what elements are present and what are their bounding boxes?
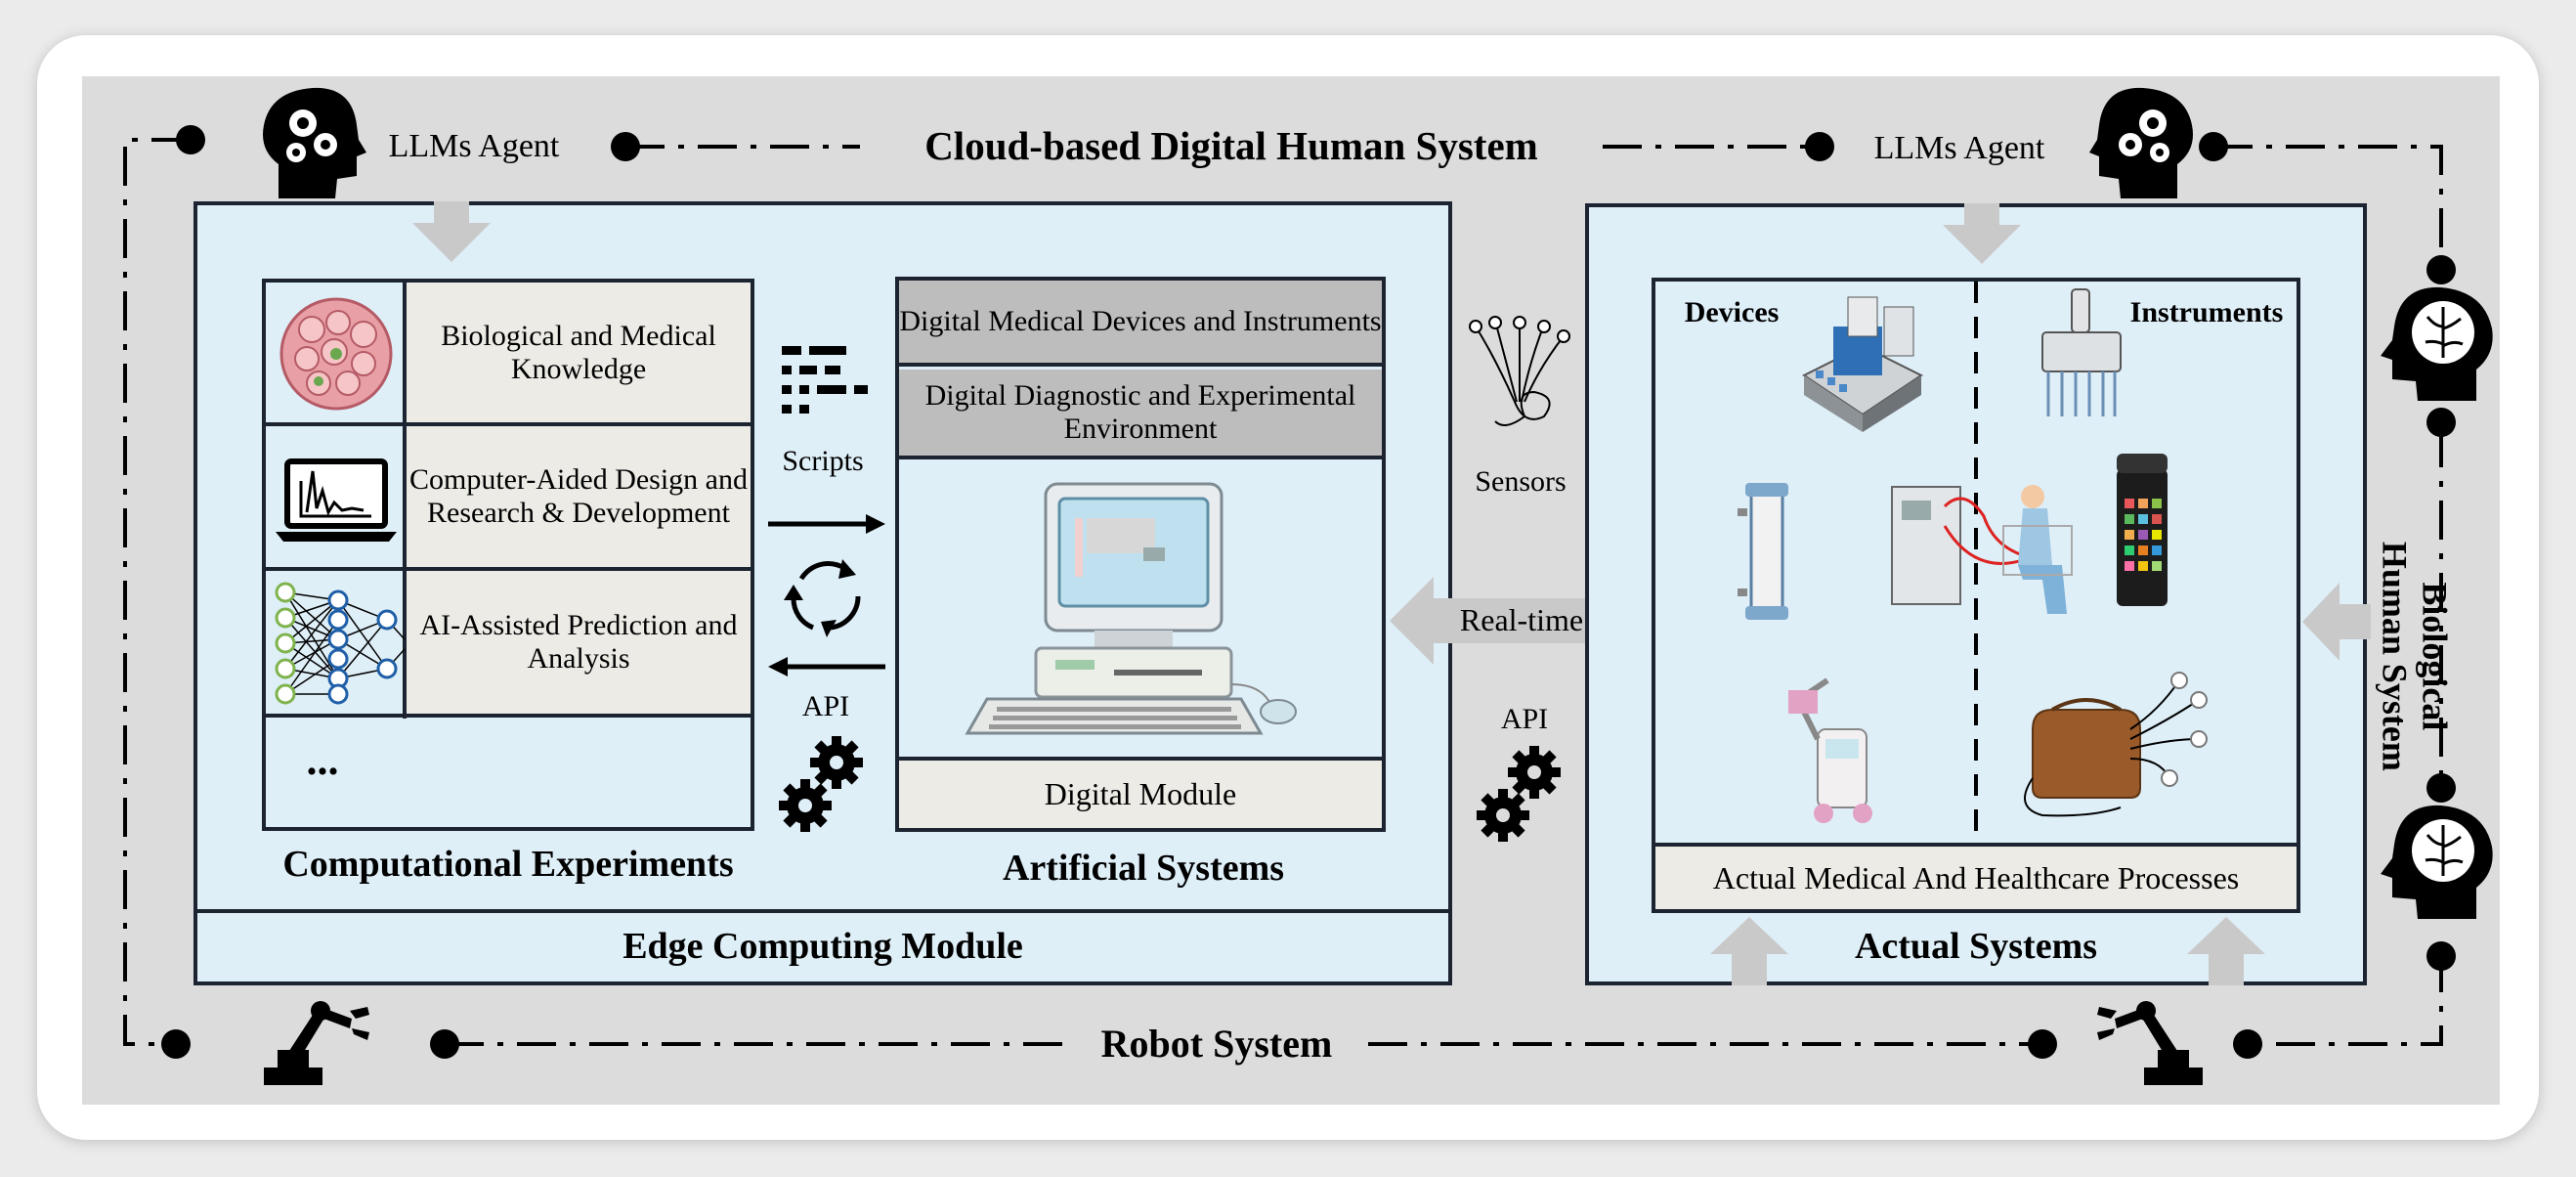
cycle-arrows-icon xyxy=(784,559,861,637)
computer-icon xyxy=(965,482,1297,735)
instruments-label: Instruments xyxy=(2129,296,2284,328)
mobile-xray-icon xyxy=(1788,677,1872,823)
arrow-left-icon xyxy=(768,657,885,676)
artificial-systems-title: Artificial Systems xyxy=(1002,848,1285,889)
robot-arm-icon xyxy=(264,1001,369,1085)
robot-arm-icon xyxy=(2097,1001,2203,1085)
divider xyxy=(262,714,754,718)
digital-devices-row: Digital Medical Devices and Instruments xyxy=(899,281,1382,367)
arrow-right-icon xyxy=(768,514,885,534)
actual-systems-title: Actual Systems xyxy=(1854,926,2098,967)
api-label-edge: API xyxy=(801,690,850,722)
brain-head-icon xyxy=(2381,805,2493,919)
head-gears-icon xyxy=(2089,87,2193,198)
arrow-down-icon xyxy=(412,201,491,262)
script-icon xyxy=(782,346,868,414)
arrow-up-icon xyxy=(1710,917,1788,985)
digital-environment-row: Digital Diagnostic and Experimental Envi… xyxy=(899,370,1382,459)
divider xyxy=(262,567,754,571)
api-label-middle: API xyxy=(1500,703,1549,735)
arrow-down-icon xyxy=(1943,203,2021,264)
ecg-monitor-icon xyxy=(2024,672,2208,817)
divider xyxy=(193,909,1452,913)
scripts-label: Scripts xyxy=(782,445,864,477)
comp-row-ai: AI-Assisted Prediction and Analysis xyxy=(407,571,751,714)
neural-network-icon xyxy=(275,582,406,705)
cells-icon xyxy=(279,297,393,411)
laptop-chart-icon xyxy=(276,458,397,542)
icon-column xyxy=(262,281,407,719)
pipette-icon xyxy=(2041,288,2122,416)
edge-computing-label: Edge Computing Module xyxy=(623,926,1023,967)
llm-agent-label-left: LLMs Agent xyxy=(388,128,560,164)
gear-icon xyxy=(779,736,863,832)
brain-head-icon xyxy=(2381,286,2493,401)
dialysis-patient-icon xyxy=(1891,485,2073,614)
realtime-label: Real-time xyxy=(1459,602,1584,637)
biological-system-label: Biological Human System xyxy=(2375,541,2455,771)
test-strips-icon xyxy=(2117,454,2168,606)
comp-row-more: ... xyxy=(306,736,339,784)
llm-agent-label-right: LLMs Agent xyxy=(1873,130,2045,166)
divider xyxy=(262,422,754,426)
robot-system-label: Robot System xyxy=(1100,1022,1333,1066)
column-device-icon xyxy=(1738,483,1788,620)
computational-experiments-title: Computational Experiments xyxy=(282,844,734,885)
comp-row-knowledge: Biological and Medical Knowledge xyxy=(407,283,751,422)
dashed-divider xyxy=(1974,282,1978,843)
arrow-up-icon xyxy=(2187,917,2265,985)
actual-process-row: Actual Medical And Healthcare Processes xyxy=(1655,843,2297,909)
diagram-title: Cloud-based Digital Human System xyxy=(924,123,1538,168)
devices-label: Devices xyxy=(1684,296,1780,328)
comp-row-cad: Computer-Aided Design and Research & Dev… xyxy=(407,426,751,567)
sensors-icon xyxy=(1469,316,1570,426)
gear-icon xyxy=(1477,746,1561,842)
analyzer-device-icon xyxy=(1802,296,1923,432)
digital-module-row: Digital Module xyxy=(899,757,1382,828)
sensors-label: Sensors xyxy=(1475,465,1567,498)
head-gears-icon xyxy=(263,87,366,198)
actual-inner-box xyxy=(1652,278,2300,913)
arrow-left-icon xyxy=(2302,583,2371,661)
